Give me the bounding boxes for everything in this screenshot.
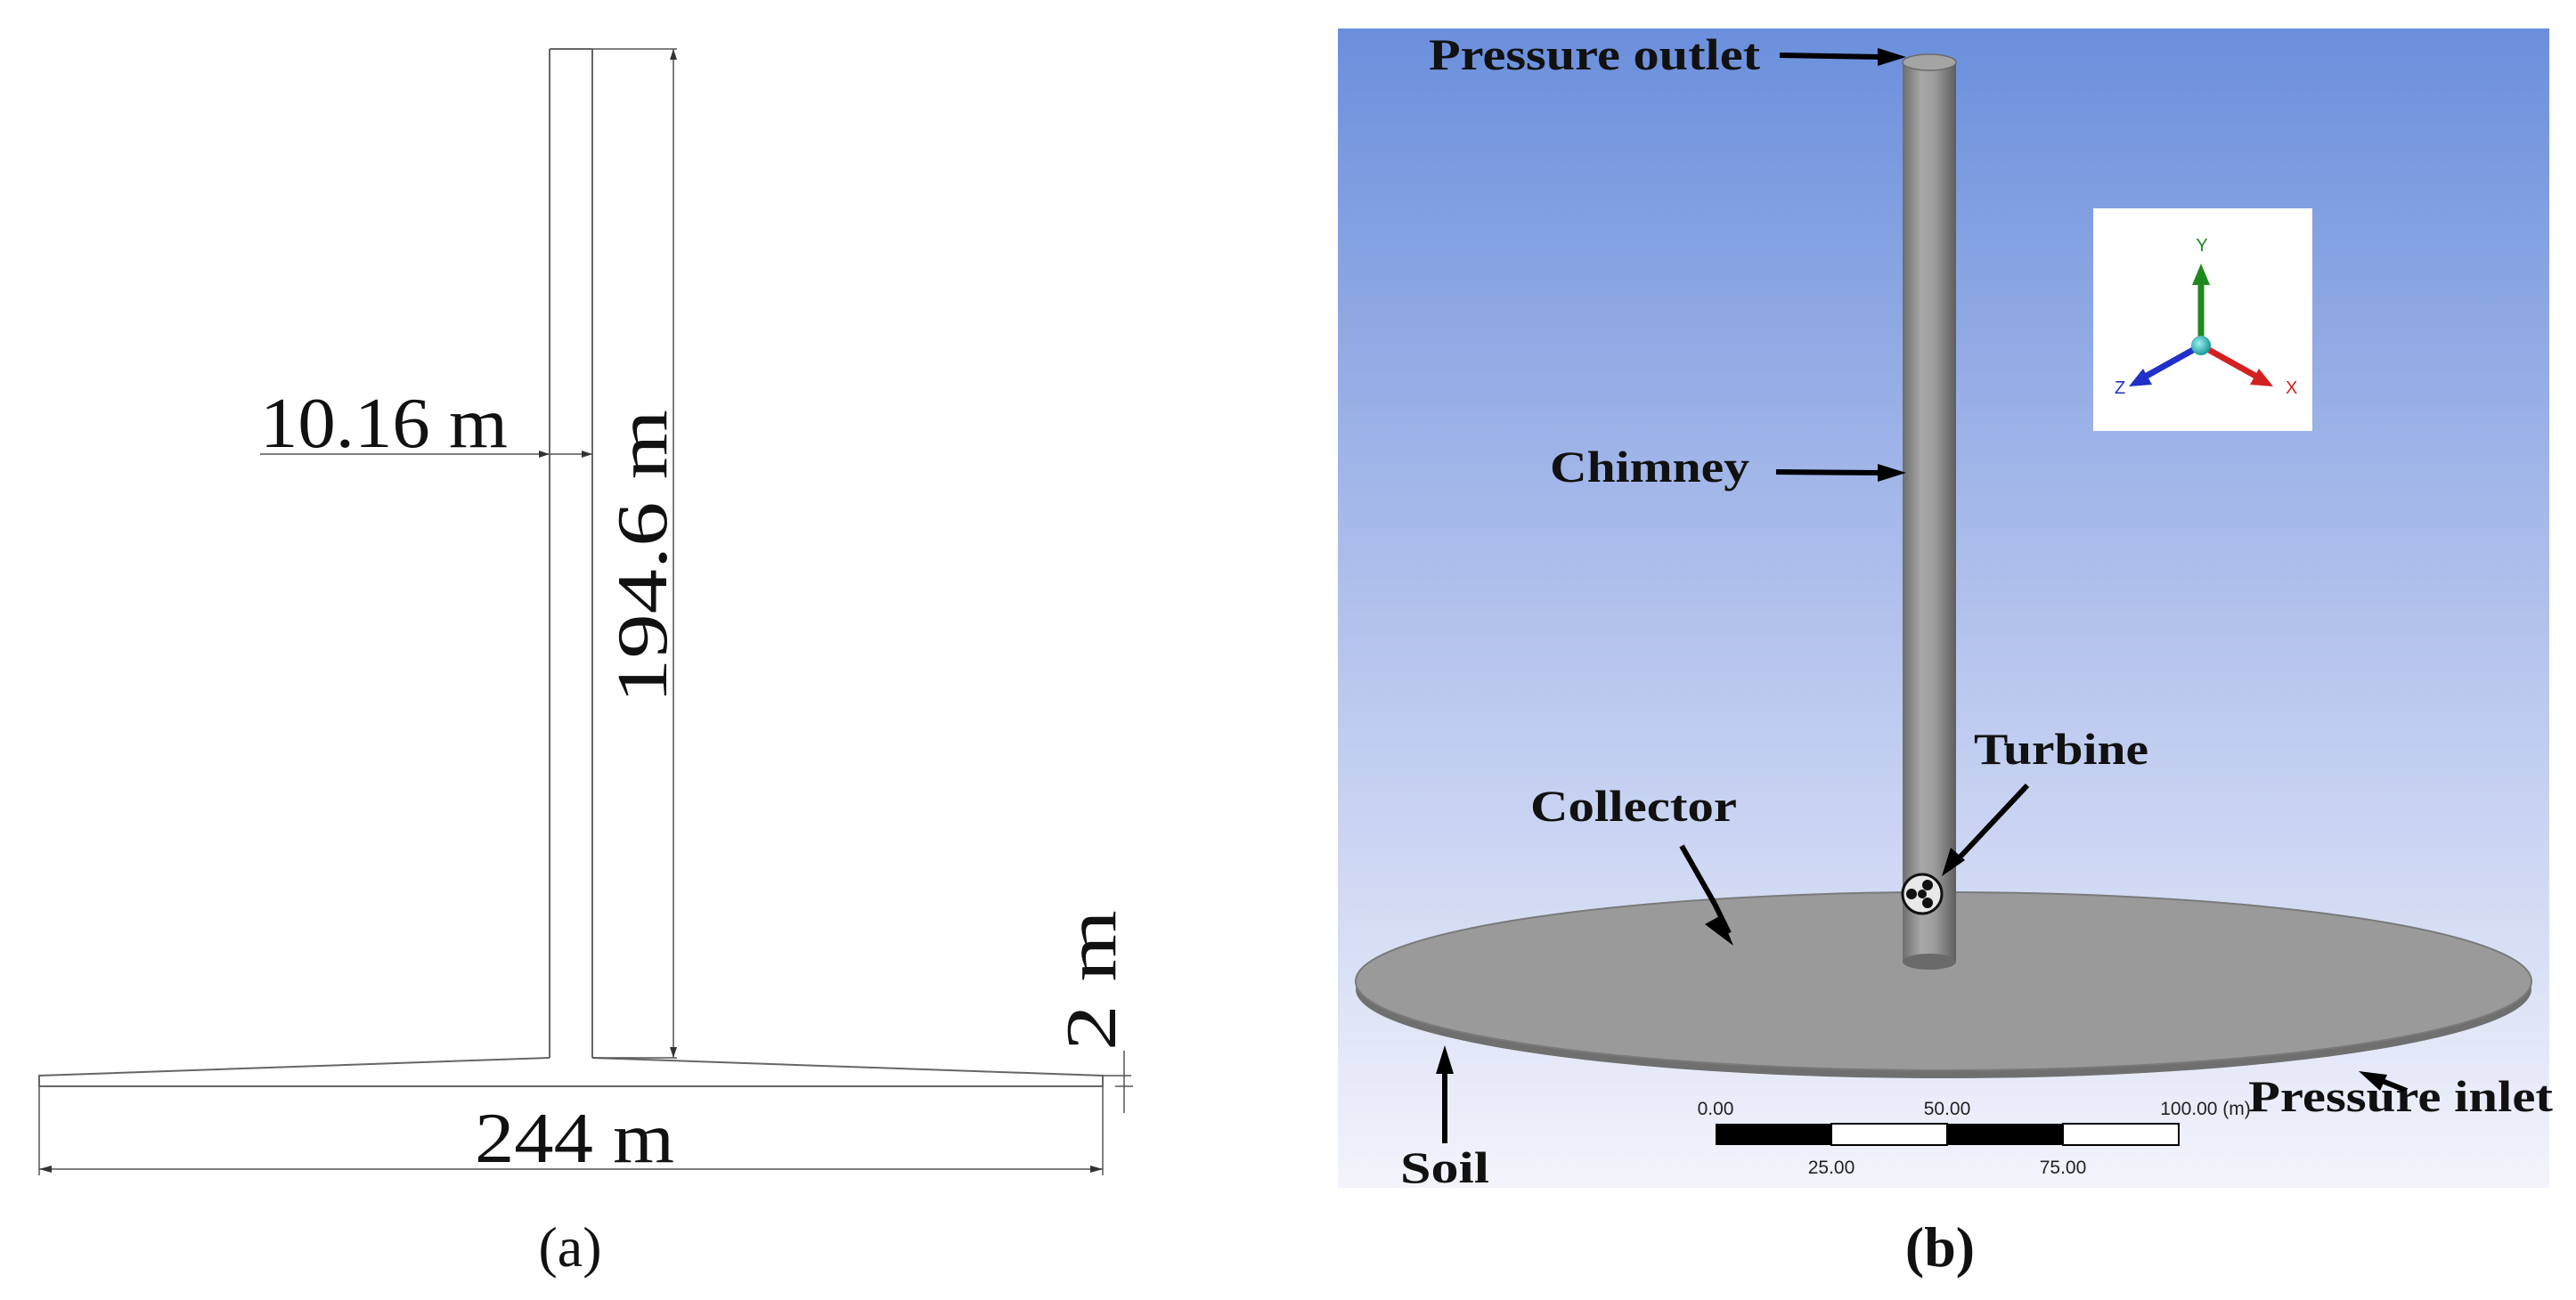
x-axis-arrow (2199, 342, 2257, 379)
turbine-arrow (1942, 783, 2030, 876)
chimney-diameter-arrow-left (539, 451, 550, 458)
axis-origin (2191, 336, 2211, 355)
scale-bar: 0.00 50.00 100.00 (m) 25.00 75.00 (1698, 1099, 2251, 1178)
scale-tick-0: 0.00 (1698, 1099, 1734, 1119)
chimney-height-label: 194.6 m (604, 410, 682, 703)
collector-arrow (1679, 844, 1733, 946)
chimney-height-arrow-top (670, 49, 677, 60)
chimney-top (1902, 53, 1957, 71)
collector-diameter-arrow-right (1090, 1166, 1103, 1173)
scale-bar-segment-2 (1830, 1123, 1948, 1146)
panel-a-caption: (a) (538, 1215, 601, 1279)
scale-tick-100: 100.00 (m) (2160, 1099, 2251, 1119)
collector-diameter-arrow-left (39, 1166, 52, 1173)
chimney-arrow (1775, 464, 1906, 482)
y-axis-label: Y (2196, 236, 2207, 256)
chimney-diameter-arrow-right (582, 451, 592, 458)
label-pressure-inlet: Pressure inlet (2248, 1071, 2553, 1121)
z-axis-arrow (2145, 342, 2203, 379)
x-axis-arrowhead (2250, 369, 2273, 386)
axis-triad: Y X Z (2093, 208, 2312, 431)
scale-bar-segment-4 (2062, 1123, 2180, 1146)
label-turbine: Turbine (1974, 724, 2148, 774)
chimney-body (1903, 62, 1956, 962)
pressure-inlet-arrow (2359, 1071, 2409, 1093)
label-soil: Soil (1400, 1142, 1489, 1192)
collector-diameter-label: 244 m (475, 1100, 674, 1178)
scale-bar-segment-1 (1716, 1124, 1831, 1145)
panel-a-technical-drawing: 10.16 m 194.6 m 2 m 244 m (a) (38, 48, 1133, 1279)
chimney-diameter-label: 10.16 m (260, 385, 508, 463)
label-pressure-outlet: Pressure outlet (1429, 29, 1760, 79)
scale-tick-25: 25.00 (1808, 1158, 1855, 1178)
collector-height-label: 2 m (1053, 910, 1131, 1051)
chimney-height-arrow-bottom (670, 1047, 677, 1058)
collector-outline (38, 1057, 1104, 1087)
scale-tick-50: 50.00 (1924, 1099, 1971, 1119)
pressure-outlet-arrow (1779, 48, 1906, 66)
z-axis-label: Z (2115, 378, 2125, 398)
z-axis-arrowhead (2129, 369, 2152, 386)
chimney-outline (549, 48, 593, 1058)
y-axis-arrowhead (2192, 264, 2210, 285)
panel-b-3d-model: Pressure outlet Chimney Turbine Collecto… (1338, 28, 2553, 1279)
chimney-base (1903, 954, 1956, 970)
panel-b-caption: (b) (1905, 1215, 1975, 1279)
soil-arrow (1436, 1045, 1454, 1143)
label-collector: Collector (1530, 781, 1737, 831)
turbine-icon (1901, 873, 1944, 915)
label-chimney: Chimney (1550, 442, 1749, 492)
scale-bar-segment-3 (1947, 1124, 2063, 1145)
scale-tick-75: 75.00 (2040, 1158, 2087, 1178)
x-axis-label: X (2286, 378, 2297, 398)
